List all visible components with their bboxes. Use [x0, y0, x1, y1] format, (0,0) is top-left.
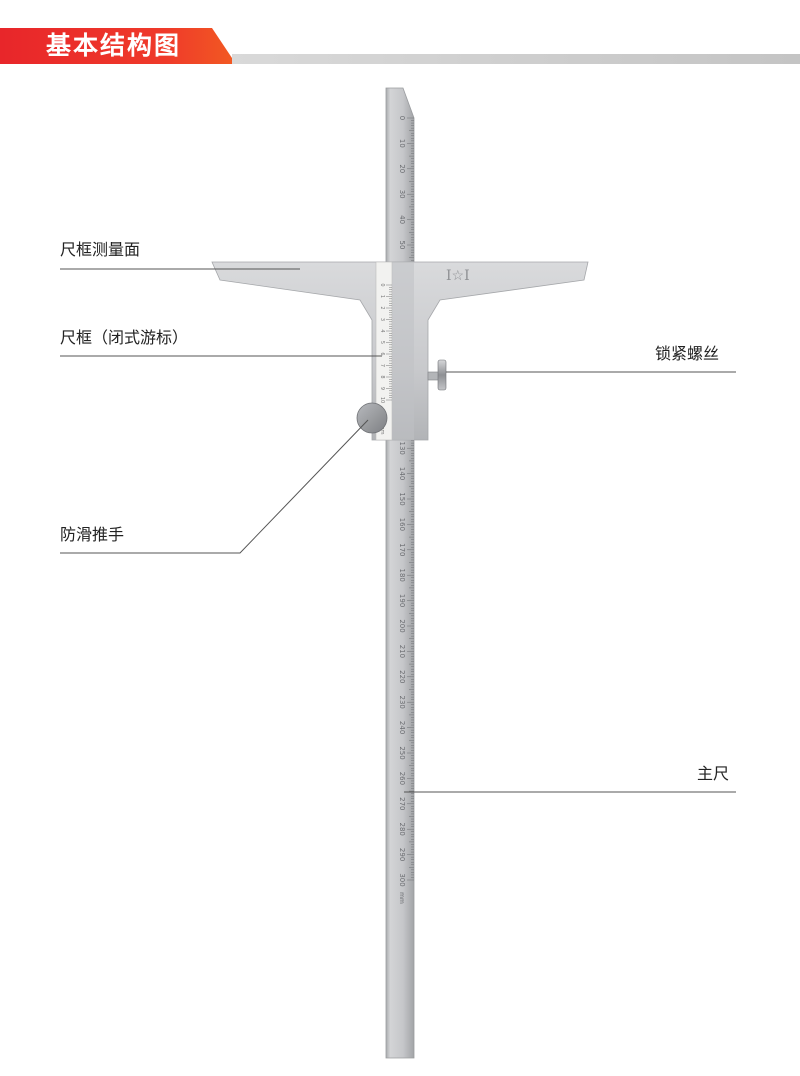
vernier-number: 2: [379, 306, 385, 309]
scale-number: 290: [398, 848, 406, 861]
vernier-number: 0: [379, 283, 385, 286]
lock-screw-head: [437, 359, 447, 391]
section-header: 基本结构图: [0, 28, 800, 64]
scale-number: 210: [398, 645, 406, 658]
vernier-number: 6: [379, 352, 385, 355]
label-frame-vernier: 尺框（闭式游标）: [60, 328, 189, 347]
header-title: 基本结构图: [46, 31, 182, 60]
vernier-number: 1: [379, 295, 385, 298]
scale-number: 240: [398, 721, 406, 734]
scale-number: 200: [398, 619, 406, 632]
scale-number: 280: [398, 823, 406, 836]
header-divider: [232, 54, 800, 64]
label-main-scale: 主尺: [697, 764, 730, 783]
scale-number: 270: [398, 797, 406, 810]
scale-number: 220: [398, 670, 406, 683]
scale-number: 260: [398, 772, 406, 785]
scale-number: 50: [398, 241, 406, 250]
scale-number: 30: [398, 190, 406, 199]
scale-number: 140: [398, 467, 406, 480]
vernier-number: 7: [379, 364, 385, 367]
scale-number: 170: [398, 543, 406, 556]
scale-number: 0: [398, 116, 406, 120]
scale-number: 300: [398, 873, 406, 886]
frame-beam-overlay: [392, 262, 414, 440]
label-frame-measuring-surface: 尺框测量面: [60, 240, 141, 259]
vernier-number: 3: [379, 318, 385, 321]
scale-unit: mm: [398, 892, 405, 904]
label-lock-screw: 锁紧螺丝: [655, 344, 720, 363]
scale-number: 10: [398, 139, 406, 148]
leader-push-handle: [60, 419, 369, 554]
vernier-number: 5: [379, 341, 385, 344]
scale-number: 40: [398, 215, 406, 224]
scale-number: 160: [398, 518, 406, 531]
vernier-number: 9: [379, 387, 385, 390]
scale-number: 150: [398, 492, 406, 505]
frame-mark: I☆I: [446, 268, 470, 284]
scale-number: 230: [398, 696, 406, 709]
scale-number: 130: [398, 442, 406, 455]
scale-number: 190: [398, 594, 406, 607]
vernier-number: 8: [379, 375, 385, 378]
header-tab: [0, 28, 236, 64]
push-handle-knob: [356, 402, 388, 434]
vernier-number: 10: [379, 397, 385, 403]
vernier-number: 4: [379, 329, 385, 332]
scale-number: 180: [398, 569, 406, 582]
scale-number: 20: [398, 164, 406, 173]
scale-number: 250: [398, 746, 406, 759]
label-push-handle: 防滑推手: [60, 525, 125, 544]
